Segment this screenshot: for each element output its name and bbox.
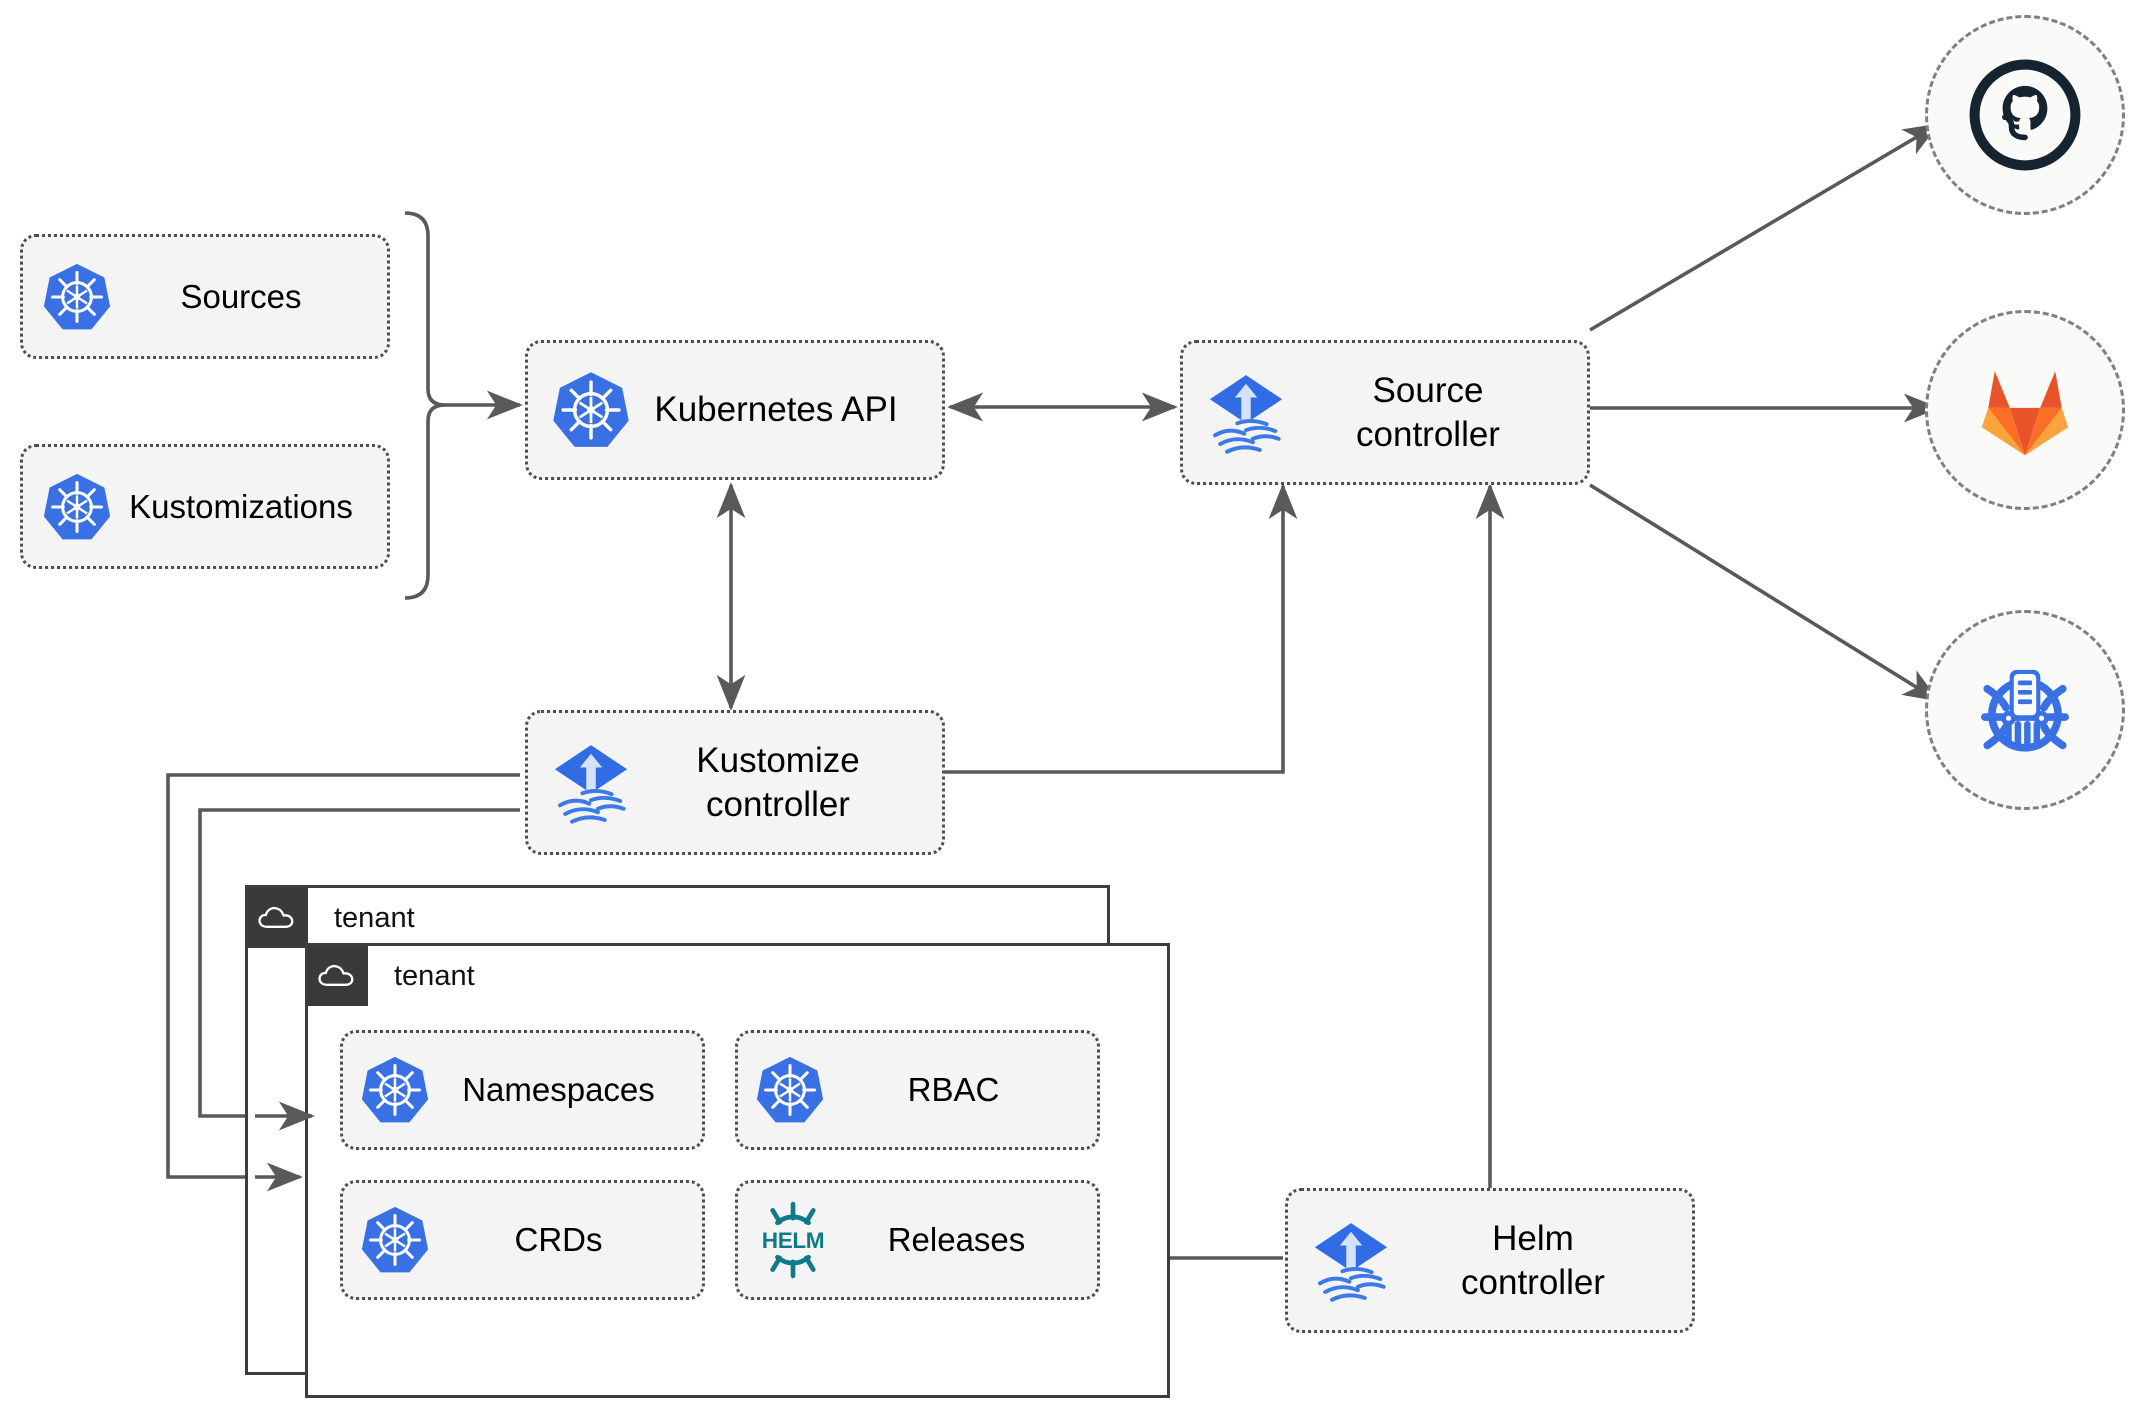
provider-gitlab[interactable] [1925, 310, 2125, 510]
node-kustomizations[interactable]: Kustomizations [20, 444, 390, 569]
node-namespaces[interactable]: Namespaces [340, 1030, 705, 1150]
wire-source-controller-to-github [1589, 123, 1940, 332]
node-rbac-label: RBAC [907, 1071, 1000, 1109]
cloud-icon [308, 946, 368, 1006]
tenant-back-name: tenant [334, 901, 415, 934]
tenant-front-header: tenant [308, 946, 475, 1006]
node-crds-label: CRDs [514, 1221, 603, 1259]
wire-source-controller-to-helm-repository [1589, 483, 1940, 702]
node-releases-label: Releases [887, 1221, 1026, 1259]
node-rbac[interactable]: RBAC [735, 1030, 1100, 1150]
node-helm-controller-label: Helm controller [1461, 1218, 1605, 1302]
provider-github[interactable] [1925, 15, 2125, 215]
tenant-front-name: tenant [394, 959, 475, 992]
tenant-back-header: tenant [248, 888, 415, 948]
node-kustomizations-label: Kustomizations [129, 487, 353, 525]
node-crds[interactable]: CRDs [340, 1180, 705, 1300]
node-source-controller[interactable]: Source controller [1180, 340, 1590, 485]
node-kustomize-controller-label: Kustomize controller [696, 740, 860, 824]
node-sources-label: Sources [180, 277, 302, 315]
node-helm-controller[interactable]: Helm controller [1285, 1188, 1695, 1333]
node-releases[interactable]: Releases [735, 1180, 1100, 1300]
node-kubernetes-api[interactable]: Kubernetes API [525, 340, 945, 480]
wire-kustomize-controller-to-tenant-back [166, 773, 520, 1192]
provider-helm-repository[interactable] [1925, 610, 2125, 810]
node-sources[interactable]: Sources [20, 234, 390, 359]
node-kustomize-controller[interactable]: Kustomize controller [525, 710, 945, 855]
node-source-controller-label: Source controller [1356, 370, 1500, 454]
wire-kustomize-controller-to-source-controller [945, 483, 1298, 774]
node-namespaces-label: Namespaces [462, 1071, 655, 1109]
tenant-container-front[interactable]: tenant [305, 943, 1170, 1398]
cloud-icon [248, 888, 308, 948]
node-kubernetes-api-label: Kubernetes API [654, 390, 898, 430]
